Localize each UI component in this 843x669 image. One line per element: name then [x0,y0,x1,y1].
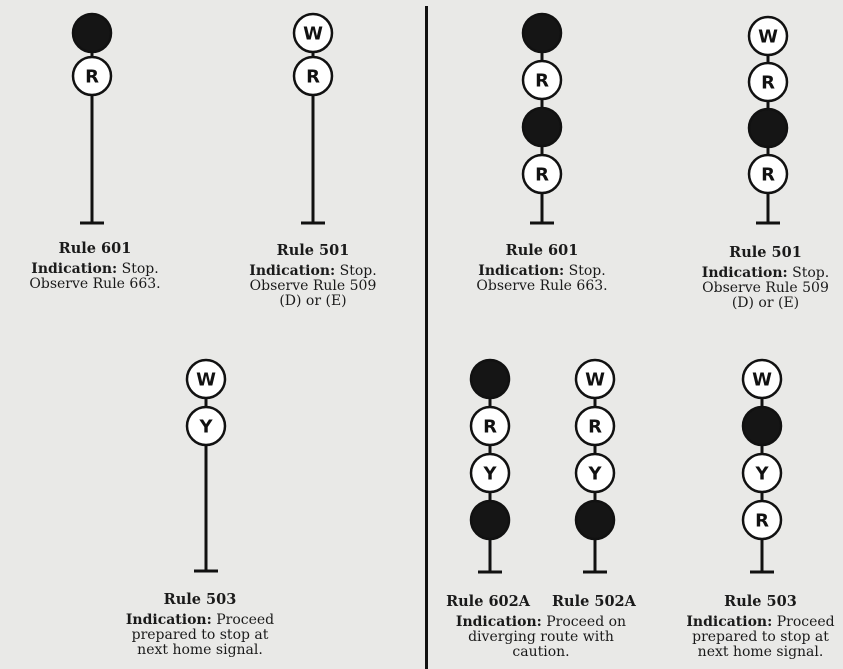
indication-label: Indication: [701,265,788,281]
signal-light-r [521,59,563,101]
indication-text: Stop. [339,263,377,279]
signal-light-y [185,405,227,447]
signal-light-r [741,499,783,541]
indication-label: Indication: [249,263,336,279]
signal-light-w [185,358,227,400]
indication-text: Proceed on [546,614,627,630]
signal-letter: R [483,417,497,438]
caption-rule-503-right: Rule 503 Indication: Proceed prepared to… [678,594,843,660]
signal-letter: W [752,370,772,391]
indication-text: Stop. [568,263,606,279]
indication-text: (D) or (E) [731,295,800,311]
signal-letter: W [196,370,216,391]
signal-light-r [521,153,563,195]
dark-light [469,499,511,541]
signal-s5: WY [185,358,227,573]
signal-letter: R [755,511,769,532]
signal-light-y [741,452,783,494]
signal-letter: W [758,27,778,48]
rule-title: Rule 602A [446,593,530,610]
caption-rule-601-left: Rule 601 Indication: Stop. Observe Rule … [10,241,180,292]
column-divider [425,6,428,669]
signal-s8: W Y R [741,358,783,574]
caption-rule-602a-502a: Rule 602A Rule 502A Indication: Proceed o… [432,594,650,660]
signal-s6: RY [469,358,511,574]
indication-text: next home signal. [137,642,263,658]
signal-letter: R [306,67,320,88]
indication-label: Indication: [478,263,565,279]
signal-light-y [469,452,511,494]
signal-light-r [747,153,789,195]
signal-light-r [292,55,334,97]
indication-text: Proceed [216,612,275,628]
caption-rule-503-left: Rule 503 Indication: Proceed prepared to… [110,592,290,658]
signal-letter: R [535,71,549,92]
dark-light [71,12,113,54]
rule-title: Rule 503 [724,593,797,610]
indication-label: Indication: [31,261,118,277]
rule-title: Rule 501 [729,244,802,261]
signal-light-r [574,405,616,447]
signal-letter: R [761,73,775,94]
rule-title: Rule 502A [552,593,636,610]
signal-s4: W R R [747,15,789,225]
dark-light [469,358,511,400]
indication-text: Observe Rule 509 [249,278,377,294]
signal-s1: R [71,12,113,225]
caption-rule-601-right: Rule 601 Indication: Stop. Observe Rule … [457,243,627,294]
signal-light-y [574,452,616,494]
signal-light-r [469,405,511,447]
dark-light [574,499,616,541]
signal-letter: W [585,370,605,391]
caption-rule-501-right: Rule 501 Indication: Stop. Observe Rule … [683,245,843,311]
indication-text: (D) or (E) [279,293,347,309]
indication-text: Proceed [776,614,835,630]
signal-letter: R [588,417,602,438]
dark-light [521,12,563,54]
dark-light [521,106,563,148]
indication-text: caution. [512,644,570,660]
signal-light-w [747,15,789,57]
dark-light [741,405,783,447]
signal-letter: Y [754,464,769,485]
signal-light-w [574,358,616,400]
signal-s7: W R Y [574,358,616,574]
indication-text: Observe Rule 663. [29,276,161,292]
rule-title: Rule 501 [276,242,350,259]
signal-s2: WR [292,12,334,225]
indication-text: diverging route with [468,629,614,645]
signal-letter: Y [198,417,213,438]
signal-letter: R [535,165,549,186]
rule-title: Rule 503 [163,591,237,608]
rule-title: Rule 601 [58,240,132,257]
indication-text: Stop. [121,261,159,277]
indication-text: prepared to stop at [131,627,269,643]
dark-light [747,107,789,149]
indication-label: Indication: [455,614,542,630]
signal-letter: R [85,67,99,88]
indication-text: Observe Rule 509 [702,280,829,296]
signal-letter: R [761,165,775,186]
indication-text: Observe Rule 663. [476,278,608,294]
signal-light-w [741,358,783,400]
signal-letter: Y [587,464,602,485]
indication-label: Indication: [125,612,212,628]
indication-text: prepared to stop at [692,629,829,645]
signal-light-w [292,12,334,54]
rule-title-pair: Rule 602A Rule 502A [432,594,650,609]
signal-light-r [747,61,789,103]
signal-letter: W [303,24,323,45]
caption-rule-501-left: Rule 501 Indication: Stop. Observe Rule … [228,243,398,309]
indication-label: Indication: [686,614,773,630]
signal-s3: RR [521,12,563,225]
indication-text: next home signal. [697,644,824,660]
rule-title: Rule 601 [505,242,579,259]
signal-light-r [71,55,113,97]
signal-letter: Y [482,464,497,485]
indication-text: Stop. [792,265,830,281]
